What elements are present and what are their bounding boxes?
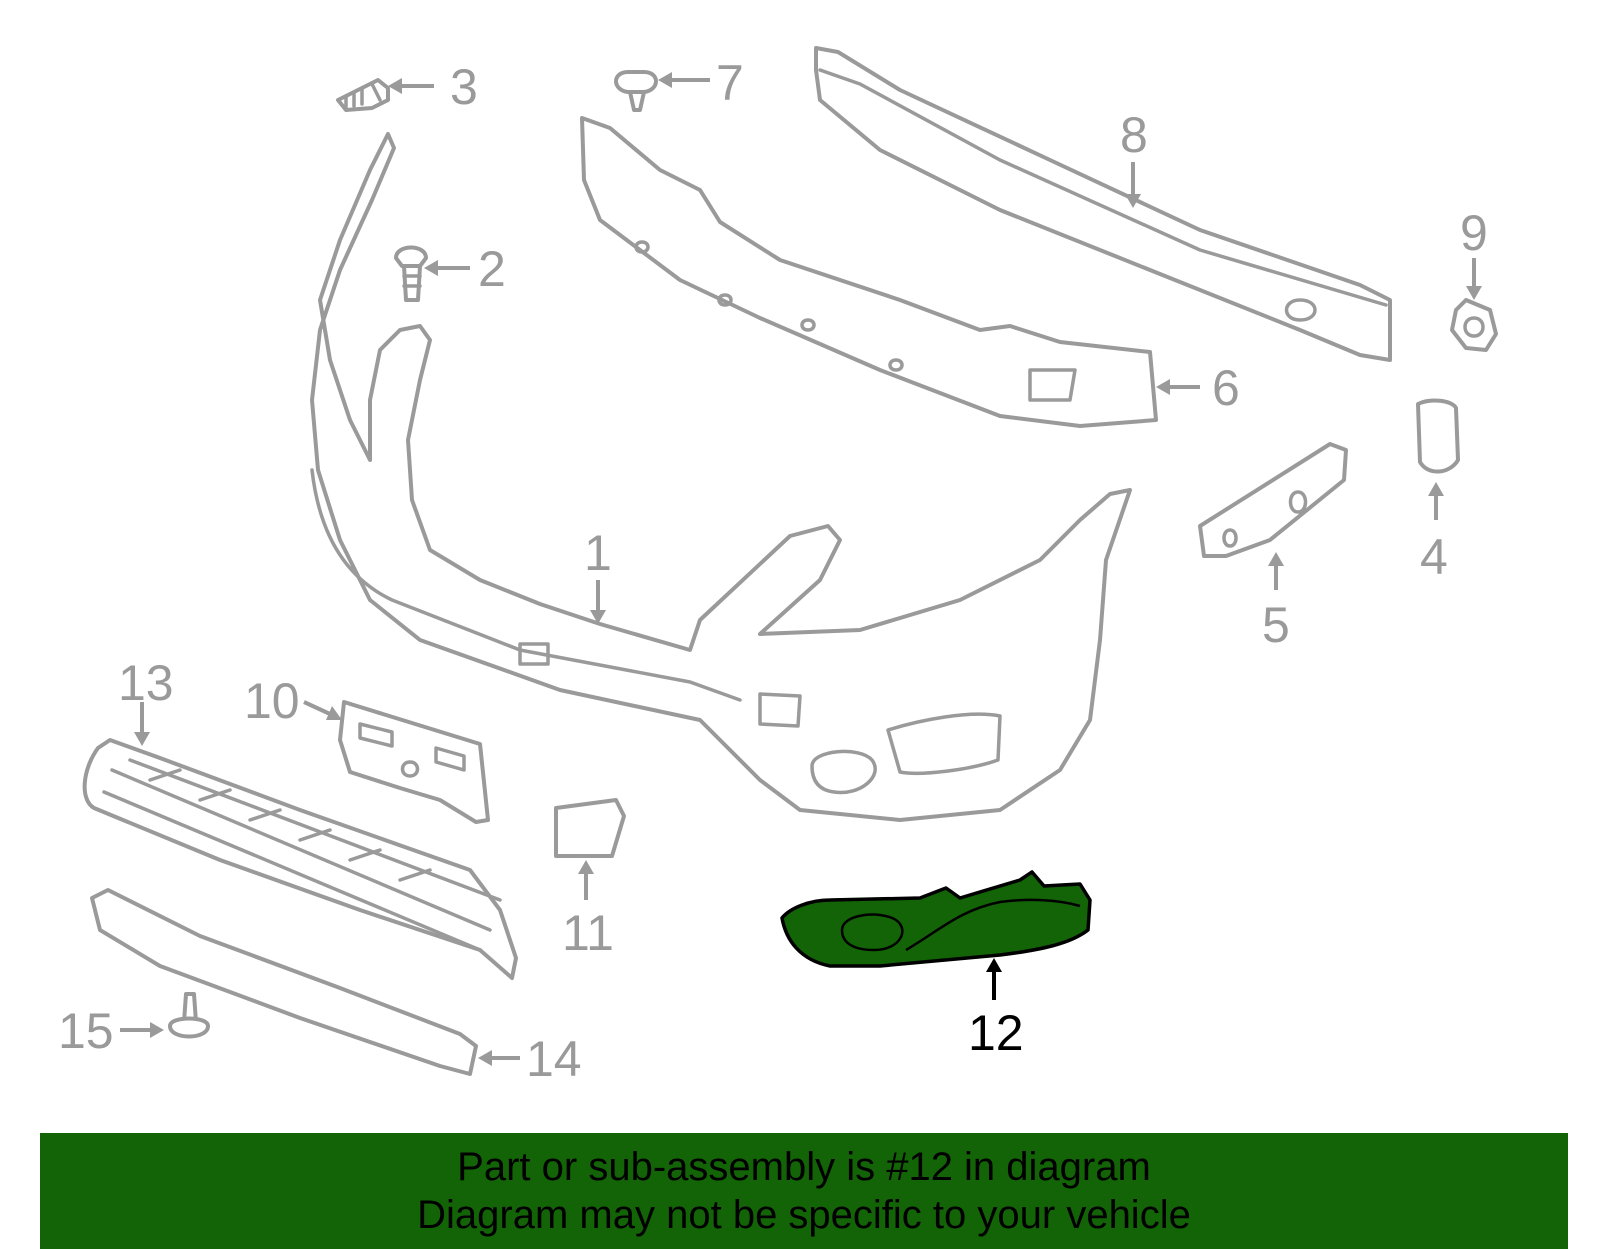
arrow-8 — [1125, 162, 1141, 208]
arrow-11 — [578, 860, 594, 900]
part-11-cap[interactable] — [554, 798, 626, 858]
arrow-12 — [986, 958, 1002, 1000]
arrow-9 — [1466, 258, 1482, 300]
part-14-molding[interactable] — [90, 888, 478, 1076]
callout-5: 5 — [1262, 597, 1290, 653]
callout-8: 8 — [1120, 107, 1148, 163]
part-1-bumper-cover[interactable] — [310, 132, 1132, 822]
part-7-clip[interactable] — [614, 70, 658, 112]
part-6-absorber[interactable] — [580, 116, 1158, 428]
part-2-bolt[interactable] — [394, 245, 428, 302]
arrow-2 — [424, 260, 470, 276]
callout-15: 15 — [58, 1003, 114, 1059]
callout-1: 1 — [584, 525, 612, 581]
callout-2: 2 — [478, 241, 506, 297]
part-9-nut[interactable] — [1450, 298, 1498, 352]
arrow-1 — [590, 580, 606, 624]
callout-4: 4 — [1420, 529, 1448, 585]
part-13-grille[interactable] — [82, 738, 518, 980]
banner-line-1: Part or sub-assembly is #12 in diagram — [457, 1145, 1151, 1189]
callout-14: 14 — [526, 1031, 582, 1087]
callout-10: 10 — [244, 673, 300, 729]
callout-13: 13 — [118, 655, 174, 711]
part-12-fog-lamp-bezel[interactable] — [780, 870, 1092, 968]
banner-line-2: Diagram may not be specific to your vehi… — [417, 1193, 1191, 1237]
part-15-screw[interactable] — [168, 992, 210, 1039]
callout-7: 7 — [716, 55, 744, 111]
callout-3: 3 — [450, 59, 478, 115]
part-8-reinforcement[interactable] — [814, 46, 1392, 362]
callout-11: 11 — [562, 905, 614, 961]
arrow-5 — [1268, 552, 1284, 590]
arrow-4 — [1428, 482, 1444, 520]
part-5-bracket[interactable] — [1198, 442, 1348, 558]
arrow-3 — [388, 78, 434, 94]
callout-9: 9 — [1460, 205, 1488, 261]
arrow-7 — [658, 72, 710, 88]
part-4-clip[interactable] — [1416, 398, 1460, 474]
part-3-bolt[interactable] — [336, 78, 390, 112]
callout-6: 6 — [1212, 360, 1240, 416]
callout-12: 12 — [968, 1005, 1024, 1061]
arrow-10 — [303, 700, 342, 720]
arrow-15 — [120, 1022, 164, 1038]
part-10-bracket[interactable] — [338, 700, 490, 824]
arrow-14 — [478, 1050, 520, 1066]
info-banner: Part or sub-assembly is #12 in diagram D… — [40, 1133, 1568, 1249]
arrow-13 — [134, 702, 150, 746]
arrow-6 — [1156, 379, 1200, 395]
